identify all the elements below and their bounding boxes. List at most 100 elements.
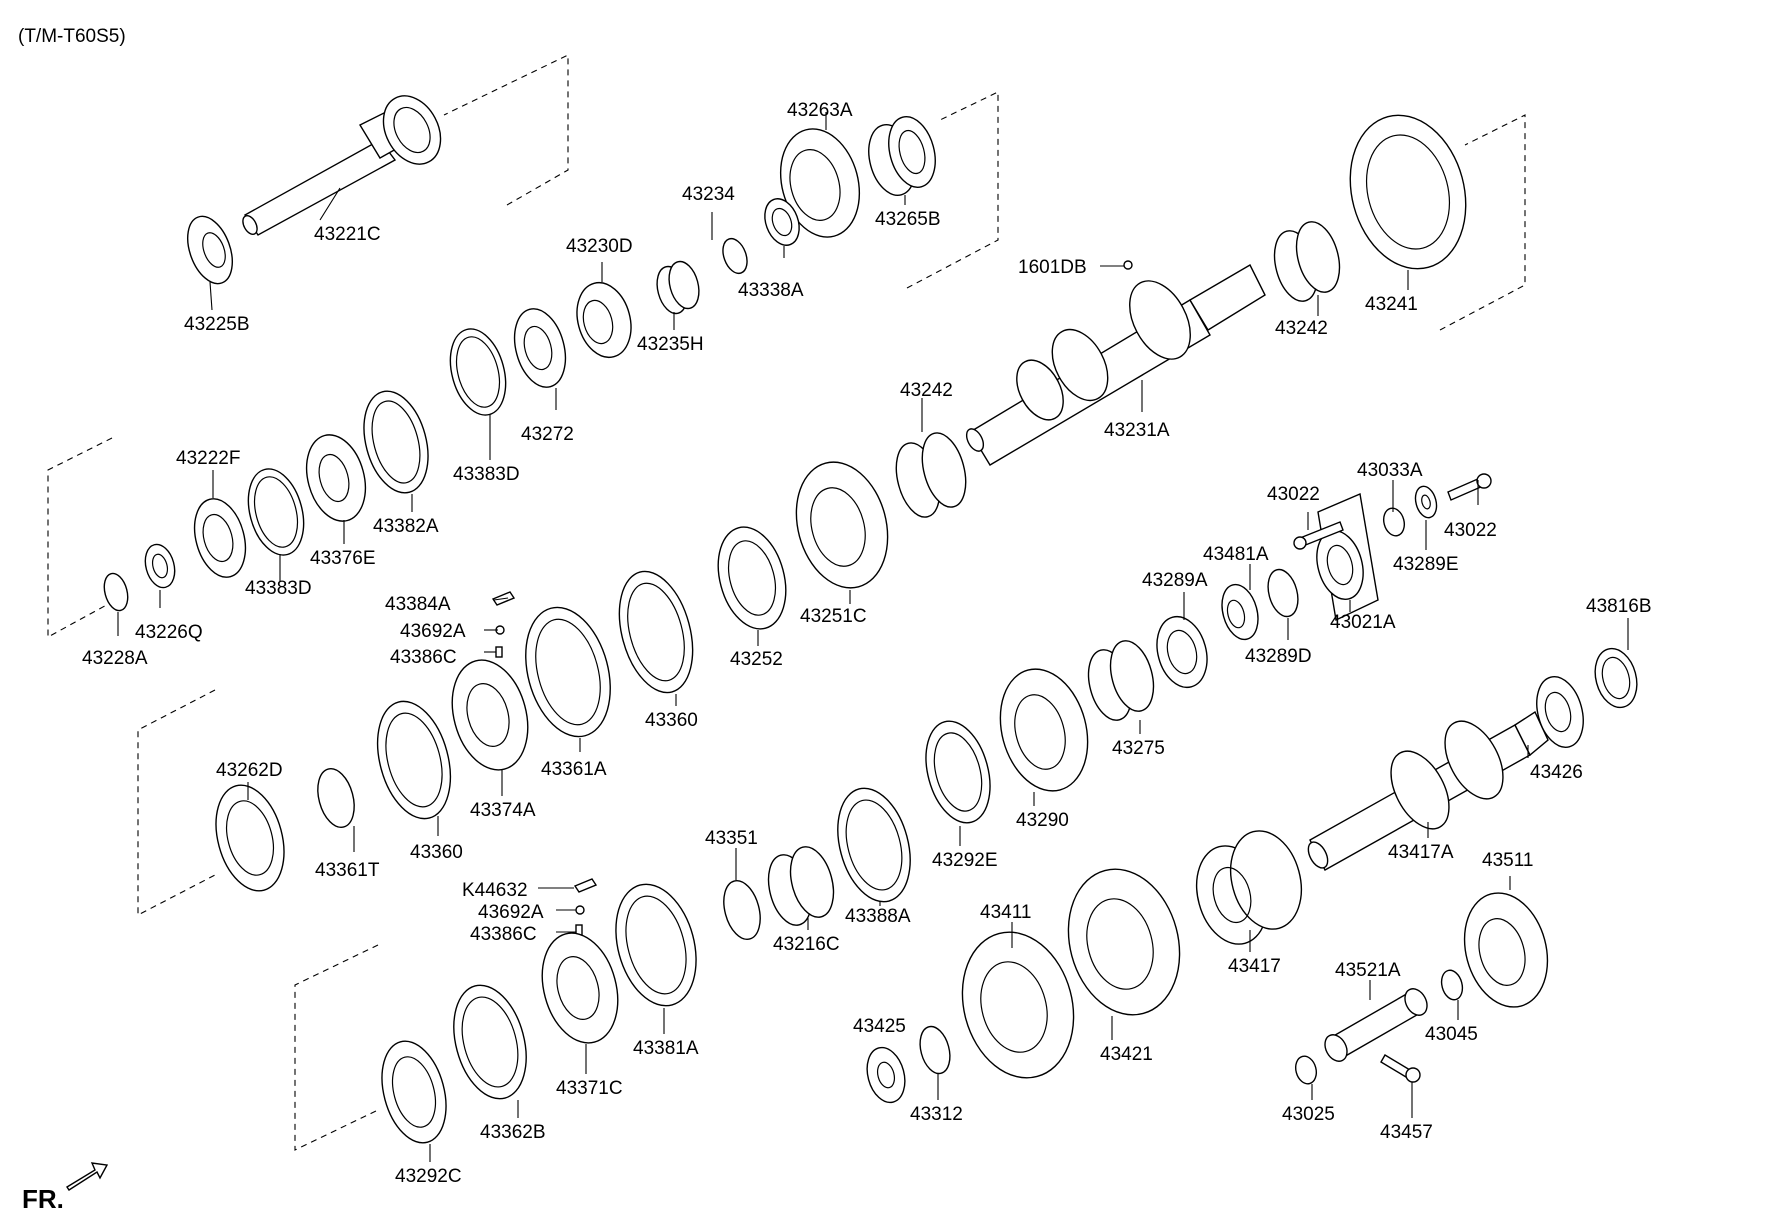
part-label: 43289A [1142,570,1208,591]
part-label: 43426 [1530,762,1583,783]
part-labels: 43221C 43225B 43234 43263A 43265B 43338A… [82,100,1652,1187]
snap-ring-43351 [723,879,761,941]
part-label: 43338A [738,280,804,301]
sleeve-43361a [525,606,611,738]
ring-43388a [837,787,911,903]
part-label: 43383D [245,578,312,599]
part-label: 43457 [1380,1122,1433,1143]
front-arrow-icon [66,1162,109,1191]
part-label: 43411 [980,902,1031,923]
part-label: 43234 [682,184,735,205]
part-label: 43226Q [135,622,203,643]
bearing-43265b [868,116,936,196]
part-label: 43216C [773,934,840,955]
ring-43360-upper [618,570,694,694]
part-label: 43386C [390,647,457,668]
part-label: 43692A [400,621,466,642]
part-label: 43361T [315,860,380,881]
bearing-43242-lower [895,432,967,518]
part-label: 43351 [705,828,758,849]
gear-43263a [779,128,861,238]
part-label: 43425 [853,1016,906,1037]
gear-43241 [1349,114,1467,270]
part-label: 1601DB [1018,257,1087,278]
ring-43816b [1594,647,1638,709]
part-label: 43235H [637,334,704,355]
part-label: 43292C [395,1166,462,1187]
part-label: 43022 [1444,520,1497,541]
part-label: 43022 [1267,484,1320,505]
gear-43481a [1221,583,1259,641]
part-label: 43033A [1357,460,1423,481]
part-label: 43692A [478,902,544,923]
part-label: 43241 [1365,294,1418,315]
gear-43421 [1067,868,1181,1016]
hub-43374a [451,659,529,771]
gear-43226q [144,543,176,589]
oring-43045 [1440,969,1464,1001]
detent-set-lower [573,878,598,936]
part-label: 43360 [645,710,698,731]
bolt-43022-left [1293,521,1344,550]
part-label: 43374A [470,800,536,821]
gear-43411 [961,931,1075,1079]
ring-43262d [215,784,285,892]
part-label: 43386C [470,924,537,945]
gear-43511 [1463,892,1549,1008]
plug-1601db [1123,260,1133,270]
countershaft-43417a [1307,710,1549,871]
part-label: 43231A [1104,420,1170,441]
ring-43362b [453,984,527,1100]
part-label: 43265B [875,209,941,230]
gear-43230d [576,281,632,359]
gear-43425 [866,1046,906,1104]
part-label: 43228A [82,648,148,669]
bearing-43216c [767,846,835,926]
part-label: 43376E [310,548,376,569]
part-label: 43275 [1112,738,1165,759]
ring-43292c [381,1040,447,1144]
ring-43289d [1267,568,1299,618]
part-label: 43383D [453,464,520,485]
part-label: 43312 [910,1104,963,1125]
part-label: 43025 [1282,1104,1335,1125]
washer-43289a [1156,615,1208,689]
bearing-43235h [656,260,700,315]
front-direction-label: FR. [22,1184,64,1211]
part-label: 43045 [1425,1024,1478,1045]
ring-43252 [717,526,787,630]
part-label: 43290 [1016,810,1069,831]
part-label: 43242 [1275,318,1328,339]
part-label: 43292E [932,850,998,871]
part-label: 43289E [1393,554,1459,575]
part-label: 43382A [373,516,439,537]
hub-43371c [541,932,619,1044]
gear-43426 [1536,676,1584,748]
part-label: 43021A [1330,612,1396,633]
gear-43417 [1196,830,1302,945]
sleeve-43381a [615,883,697,1007]
part-label: 43511 [1482,850,1533,871]
part-label: 43251C [800,606,867,627]
part-label: 43262D [216,760,283,781]
part-label: 43252 [730,649,783,670]
assembly-dashed-guides [47,54,1526,1151]
part-label: 43388A [845,906,911,927]
leader-lines [117,112,1629,1162]
part-label: 43225B [184,314,250,335]
main-shaft-43231a [965,264,1266,466]
oring-43033a [1382,507,1406,537]
part-label: 43371C [556,1078,623,1099]
input-shaft-43221c [242,95,442,236]
gear-43225b [187,215,233,285]
part-label: 43263A [787,100,853,121]
hub-43272 [513,308,567,388]
part-label: 43417A [1388,842,1454,863]
washer-43338a [764,198,800,246]
part-label: 43384A [385,594,451,615]
part-label: 43421 [1100,1044,1153,1065]
part-label: 43230D [566,236,633,257]
ring-43383d-upper [449,328,507,416]
